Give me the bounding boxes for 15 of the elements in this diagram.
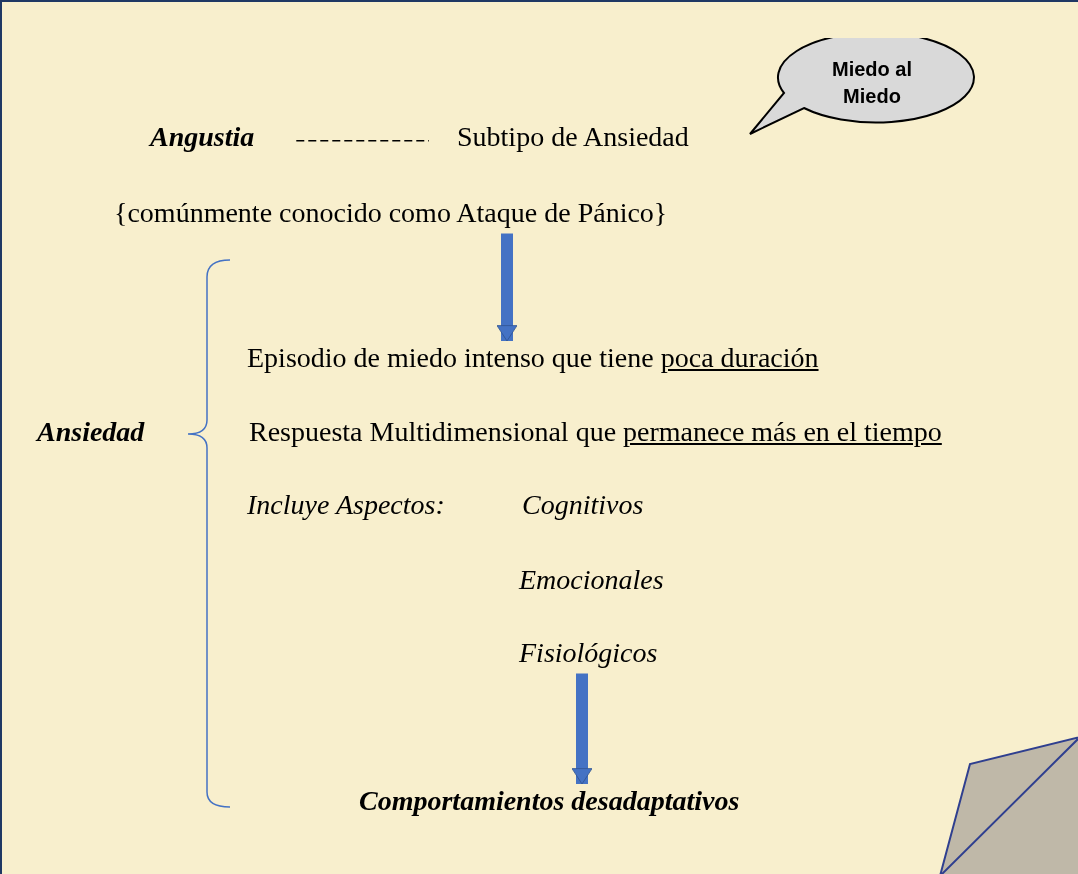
aspect-label: Cognitivos (522, 488, 644, 522)
arrow (496, 233, 518, 342)
bubble-text: Miedo al Miedo (831, 57, 913, 109)
arrow (571, 673, 593, 785)
aspect-label: Emocionales (519, 563, 664, 597)
group-label: Ansiedad (37, 415, 145, 449)
statement-text: Respuesta Multidimensional que permanece más en el tiempo (249, 415, 942, 449)
statement-text: Episodio de miedo intenso que tiene poca duración (247, 341, 819, 375)
term-label: Angustia (150, 120, 255, 154)
conclusion-text: Comportamientos desadaptativos (359, 784, 740, 818)
note-text: {comúnmente conocido como Ataque de Pánico} (114, 196, 668, 230)
dashed-line (295, 140, 430, 142)
aspect-label: Fisiológicos (519, 636, 658, 670)
heading-text: Incluye Aspectos: (247, 488, 445, 522)
definition-text: Subtipo de Ansiedad (457, 120, 689, 154)
